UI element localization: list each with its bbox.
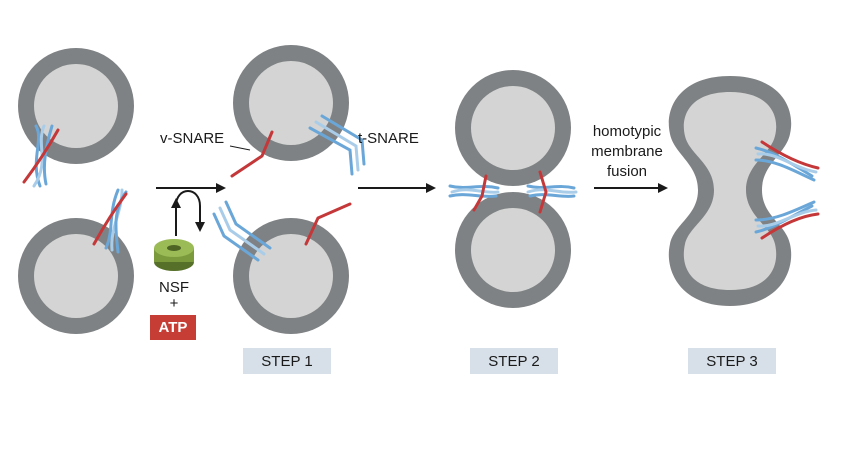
fused-vesicle [668, 76, 792, 306]
atp-badge: ATP [150, 315, 196, 340]
vesicle-top-left [18, 48, 134, 164]
step3-label-box: STEP 3 [688, 348, 776, 374]
step1-label: STEP 1 [261, 352, 313, 370]
t-snare-top [308, 114, 366, 176]
arrow-to-step1 [156, 183, 226, 193]
nsf-icon [154, 239, 194, 271]
fusion-label-line3: fusion [607, 163, 647, 180]
vesicle-step1-top [233, 45, 349, 161]
trans-snare-left [448, 174, 500, 212]
cis-snare-complex-bottom [92, 188, 128, 254]
fusion-label-line1: homotypic [593, 123, 662, 140]
v-snare-top [230, 130, 274, 178]
vesicle-step2-bottom [455, 192, 571, 308]
arrow-to-step3 [594, 183, 668, 193]
t-snare-bottom [212, 200, 272, 262]
cis-snare-complex-top [22, 124, 60, 188]
plus-label: + [170, 295, 179, 312]
atp-label: ATP [158, 319, 188, 336]
fusion-label-line2: membrane [591, 143, 663, 160]
arrow-to-step2 [358, 183, 436, 193]
nsf-cycle-arrow [171, 190, 205, 236]
v-snare-bottom [304, 202, 352, 246]
step3-label: STEP 3 [706, 352, 758, 370]
trans-snare-right [526, 170, 578, 214]
t-snare-label: t-SNARE [358, 130, 419, 147]
step1-label-box: STEP 1 [243, 348, 331, 374]
step2-label: STEP 2 [488, 352, 540, 370]
cis-snare-step3-top [754, 140, 820, 182]
v-snare-leader [229, 145, 251, 151]
v-snare-label: v-SNARE [160, 130, 224, 147]
vesicle-step2-top [455, 70, 571, 186]
nsf-label: NSF [159, 279, 189, 296]
cis-snare-step3-bottom [754, 200, 820, 240]
step2-label-box: STEP 2 [470, 348, 558, 374]
vesicle-step1-bottom [233, 218, 349, 334]
